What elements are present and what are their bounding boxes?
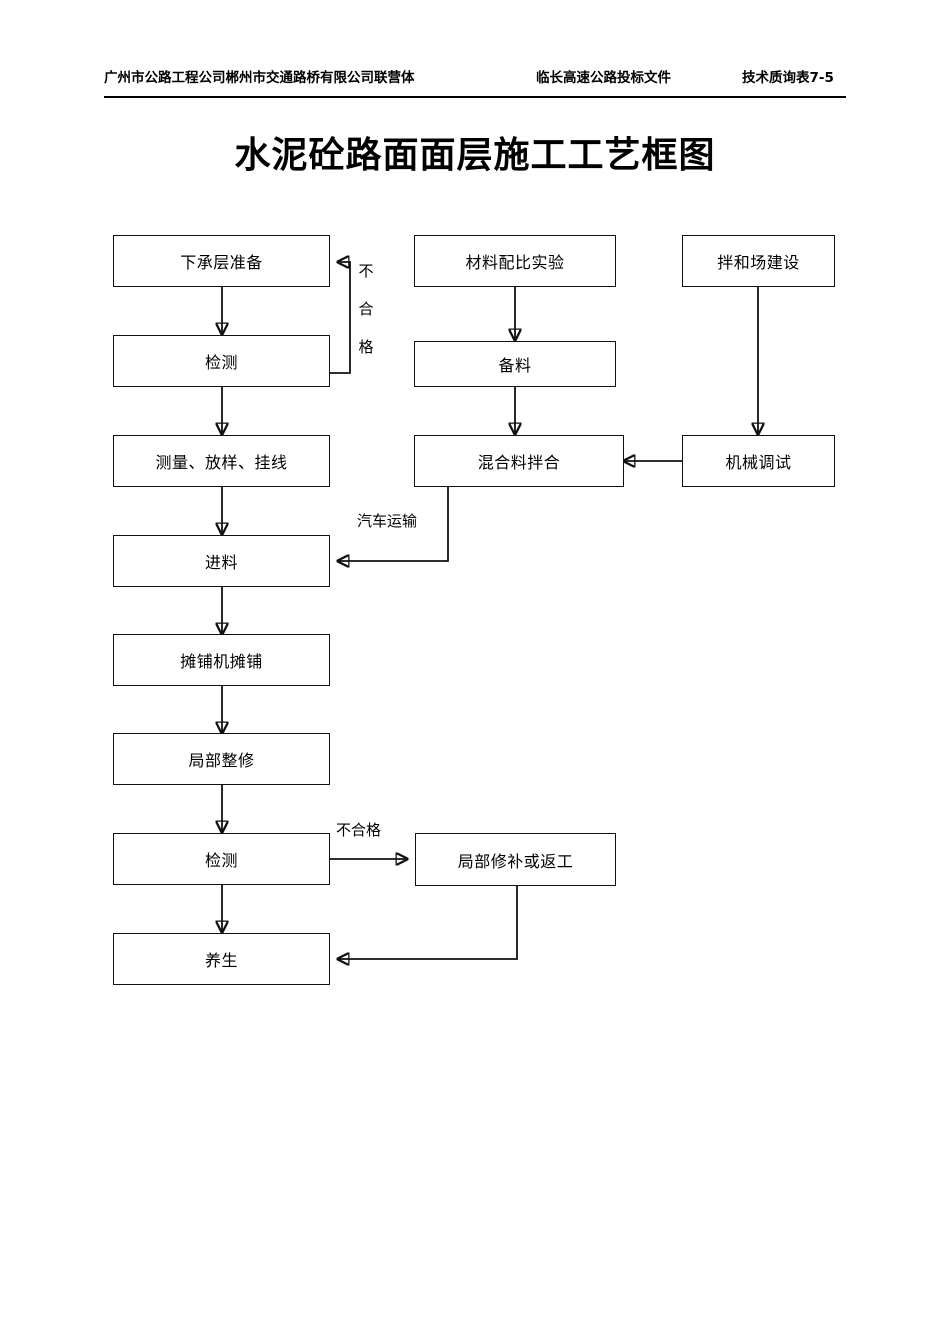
node-label: 下承层准备 bbox=[180, 253, 263, 272]
node-label: 进料 bbox=[204, 553, 238, 572]
node-inspection-1[interactable]: 检测 bbox=[113, 335, 330, 387]
page-title: 水泥砼路面面层施工工艺框图 bbox=[234, 135, 716, 176]
node-mix-design-test[interactable]: 材料配比实验 bbox=[414, 235, 616, 287]
node-mixing[interactable]: 混合料拌合 bbox=[414, 435, 624, 487]
node-repair-or-redo[interactable]: 局部修补或返工 bbox=[415, 833, 616, 886]
node-label: 养生 bbox=[204, 951, 238, 970]
node-label: 备料 bbox=[498, 356, 532, 375]
node-label: 材料配比实验 bbox=[465, 253, 565, 272]
edge-label-reject-vertical: 不合格 bbox=[358, 262, 374, 356]
node-subgrade-prep[interactable]: 下承层准备 bbox=[113, 235, 330, 287]
node-label: 检测 bbox=[204, 353, 238, 372]
node-label: 局部修补或返工 bbox=[457, 851, 574, 871]
edge-label-truck-transport: 汽车运输 bbox=[357, 512, 418, 530]
node-inspection-2[interactable]: 检测 bbox=[113, 833, 330, 885]
node-feeding[interactable]: 进料 bbox=[113, 535, 330, 587]
node-local-finishing[interactable]: 局部整修 bbox=[113, 733, 330, 785]
node-paver-paving[interactable]: 摊铺机摊铺 bbox=[113, 634, 330, 686]
node-plant-construct[interactable]: 拌和场建设 bbox=[682, 235, 835, 287]
node-survey-setout[interactable]: 测量、放样、挂线 bbox=[113, 435, 330, 487]
node-label: 局部整修 bbox=[188, 751, 255, 770]
node-label: 混合料拌合 bbox=[477, 453, 561, 472]
header-right-text: 技术质询表7-5 bbox=[742, 70, 834, 86]
header-center-text: 临长高速公路投标文件 bbox=[536, 70, 671, 86]
node-material-prep[interactable]: 备料 bbox=[414, 341, 616, 387]
node-label: 拌和场建设 bbox=[717, 253, 800, 272]
node-label: 机械调试 bbox=[725, 453, 792, 472]
node-machine-tuning[interactable]: 机械调试 bbox=[682, 435, 835, 487]
page-header: 广州市公路工程公司郴州市交通路桥有限公司联营体 临长高速公路投标文件 技术质询表… bbox=[104, 66, 846, 98]
node-label: 摊铺机摊铺 bbox=[180, 652, 263, 671]
node-curing[interactable]: 养生 bbox=[113, 933, 330, 985]
node-label: 测量、放样、挂线 bbox=[155, 453, 288, 472]
header-left-text: 广州市公路工程公司郴州市交通路桥有限公司联营体 bbox=[104, 70, 415, 86]
node-label: 检测 bbox=[204, 851, 238, 870]
edge-label-reject-horizontal: 不合格 bbox=[336, 821, 382, 839]
